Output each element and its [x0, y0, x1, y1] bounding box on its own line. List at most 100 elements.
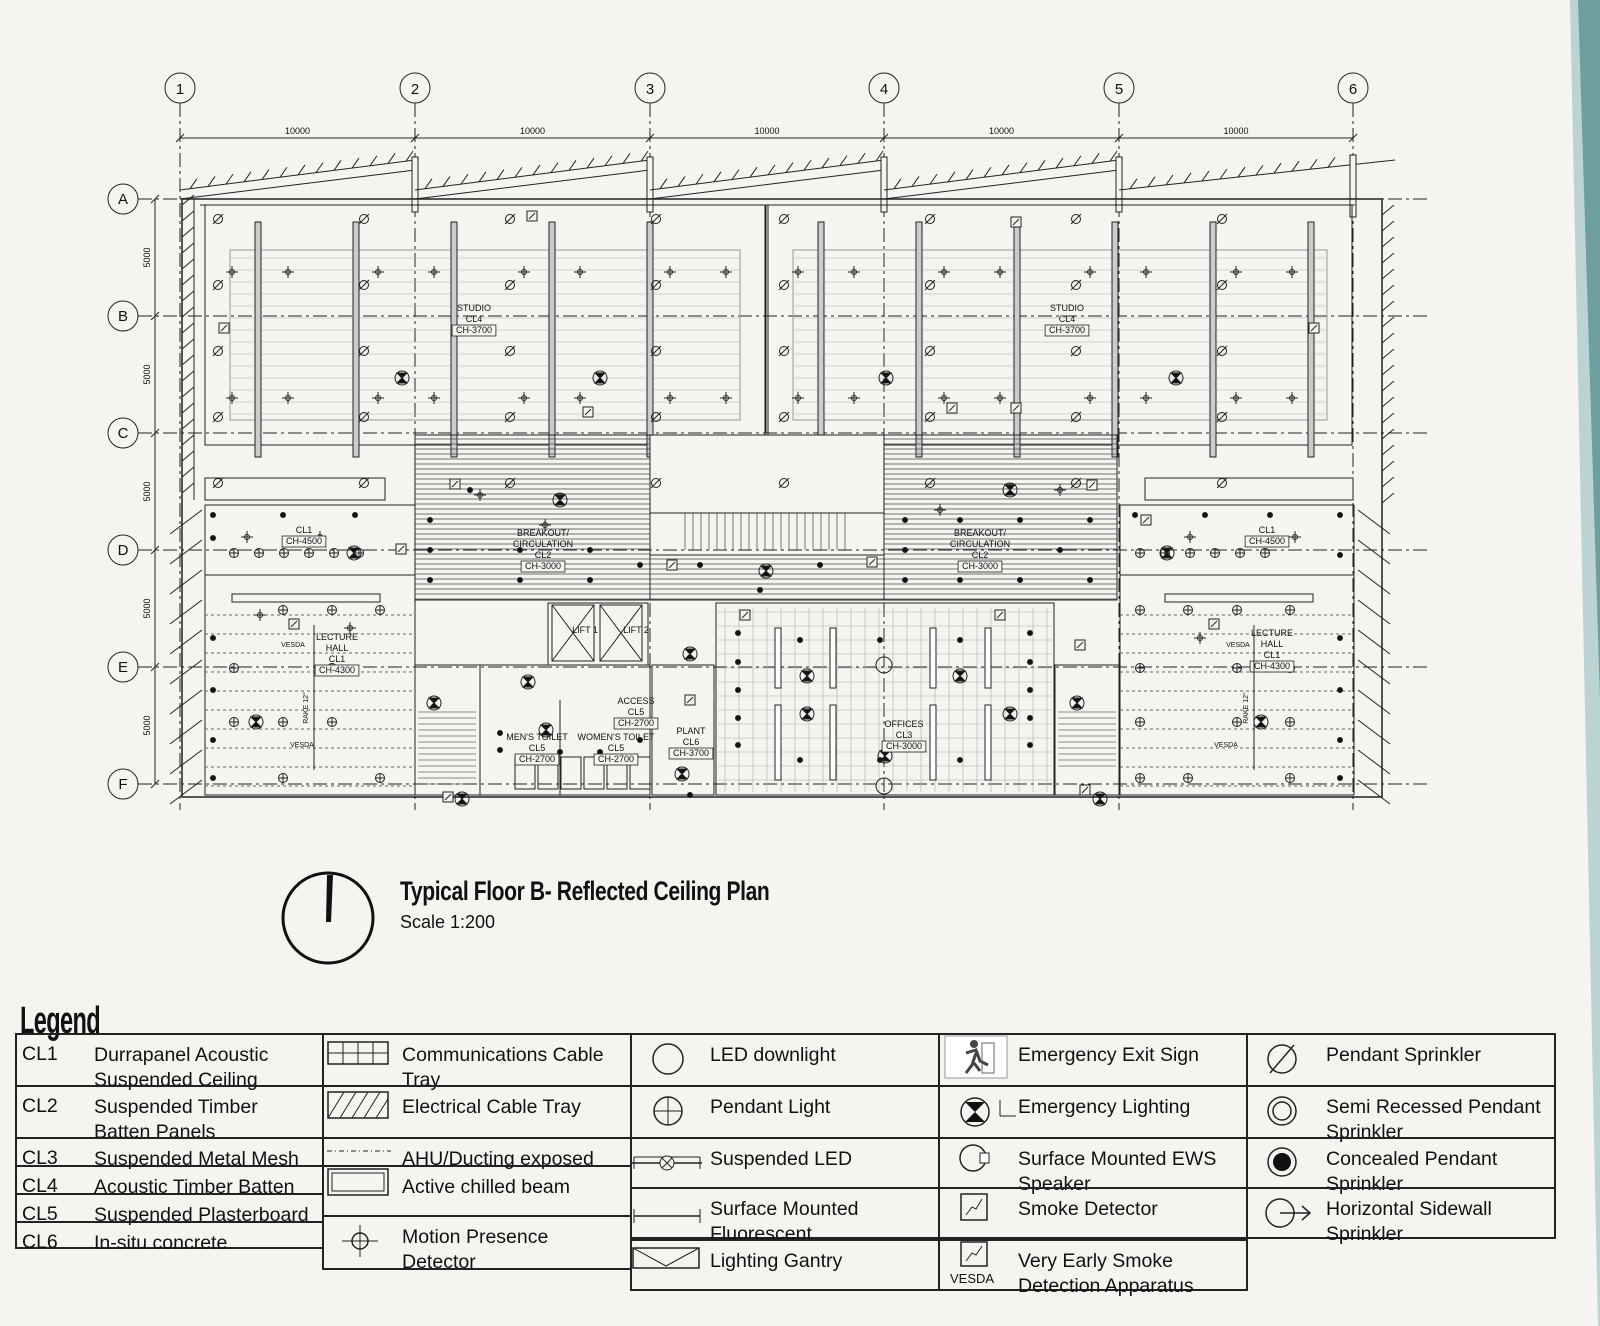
room-label: BREAKOUT/	[517, 528, 570, 538]
dimension-tick	[175, 133, 185, 143]
legend-label-line: Speaker	[1018, 1173, 1091, 1195]
legend-label: Electrical Cable Tray	[402, 1095, 581, 1120]
legend-label-line: Detector	[402, 1251, 476, 1273]
building-outline	[169, 150, 1396, 805]
emergency-light	[1003, 708, 1017, 720]
concealed-sprinkler	[1132, 512, 1138, 518]
concealed-sprinkler	[1202, 512, 1208, 518]
room-label: CL6	[683, 737, 700, 747]
facade-hatch	[785, 162, 794, 173]
facade-hatch	[442, 176, 451, 187]
grid-bubble	[107, 417, 139, 449]
emergency-light	[1093, 793, 1107, 805]
label-box	[668, 747, 714, 760]
emergency-light	[1169, 372, 1183, 384]
fluorescent	[929, 627, 937, 689]
facade-hatch	[965, 169, 974, 180]
emergency-light	[395, 372, 409, 384]
fluorescent	[984, 627, 992, 689]
dimension-text: 5000	[142, 715, 152, 735]
column	[646, 156, 654, 213]
grid-bubble	[399, 72, 431, 104]
facade-hatch	[181, 482, 195, 494]
emergency-light	[346, 545, 362, 561]
dimension-tick	[150, 545, 160, 555]
dimension-tick	[150, 428, 160, 438]
facade-hatch	[839, 155, 848, 166]
room-label: PLANT	[676, 726, 706, 736]
emergency-light	[455, 793, 469, 805]
facade-hatch	[1381, 268, 1395, 280]
facade-line	[649, 169, 885, 200]
smoke-detector	[1012, 404, 1020, 412]
ceiling-code: CL5	[22, 1203, 58, 1225]
facade-hatch	[550, 162, 559, 173]
legend-label-line: Horizontal Sidewall	[1326, 1198, 1492, 1220]
timber-batten	[1307, 221, 1315, 458]
emergency-light	[426, 695, 442, 711]
room-label: LECTURE	[316, 632, 358, 642]
smoke-detector	[220, 324, 228, 332]
room-label: LIFT 1	[572, 625, 598, 635]
sprinkler	[505, 214, 515, 224]
facade-hatch	[1201, 170, 1210, 182]
sprinkler	[1071, 412, 1081, 422]
fin	[169, 509, 203, 535]
facade-hatch	[713, 171, 722, 183]
sprinkler	[779, 280, 789, 290]
facade-hatch	[1381, 332, 1395, 344]
room-label: OFFICES	[884, 719, 923, 729]
room-label: CH-3000	[525, 561, 561, 571]
smoke-detector	[290, 620, 298, 628]
facade-hatch	[181, 226, 195, 238]
grid-bubble	[634, 72, 666, 104]
sprinkler	[358, 477, 370, 489]
sprinkler	[925, 214, 935, 224]
cubicle	[560, 756, 582, 790]
facade-hatch	[207, 176, 216, 187]
concealed-sprinkler	[1337, 635, 1343, 641]
ceiling-code: CL3	[22, 1147, 58, 1169]
sprinkler	[359, 280, 369, 290]
facade-hatch	[333, 160, 342, 171]
void	[649, 434, 885, 514]
label-box	[1044, 324, 1090, 337]
concealed-sprinkler	[735, 742, 741, 748]
dimension-text: 5000	[142, 364, 152, 384]
concealed-sprinkler	[517, 577, 523, 583]
fin	[169, 689, 203, 715]
concealed-sprinkler	[902, 547, 908, 553]
facade-hatch	[1381, 476, 1395, 488]
facade-hatch	[1237, 166, 1246, 178]
pendant-sprinkler-icon	[1267, 1044, 1297, 1074]
facade-hatch	[947, 171, 956, 183]
toilet-core	[479, 664, 651, 796]
column	[1115, 156, 1123, 213]
fin	[1357, 629, 1391, 655]
concealed-sprinkler	[877, 637, 883, 643]
gantry-icon	[632, 1247, 700, 1269]
timber-ceiling	[883, 434, 1118, 601]
sprinkler	[778, 411, 790, 423]
smoke-detector	[1142, 516, 1150, 524]
room-label: CH-4500	[286, 536, 322, 546]
facade-hatch	[181, 242, 195, 254]
fin	[169, 539, 203, 565]
concealed-sprinkler	[427, 547, 433, 553]
legend-label-line: Suspended LED	[710, 1148, 853, 1170]
timber-batten	[450, 221, 458, 458]
legend-label-line: Communications Cable	[402, 1044, 604, 1066]
sprinkler	[778, 279, 790, 291]
emergency-light	[248, 714, 264, 730]
concealed-sprinkler	[817, 562, 823, 568]
legend-label-line: AHU/Ducting exposed	[402, 1148, 594, 1170]
concealed-sprinkler	[1337, 552, 1343, 558]
concealed-sprinkler	[735, 687, 741, 693]
sprinkler	[358, 345, 370, 357]
dimension-text: 10000	[754, 126, 779, 136]
smoke-detector	[686, 696, 694, 704]
sprinkler	[1217, 478, 1227, 488]
concealed-sprinkler	[1337, 512, 1343, 518]
facade-line	[179, 159, 416, 191]
drawing-title: Typical Floor B- Reflected Ceiling Plan	[400, 876, 770, 906]
